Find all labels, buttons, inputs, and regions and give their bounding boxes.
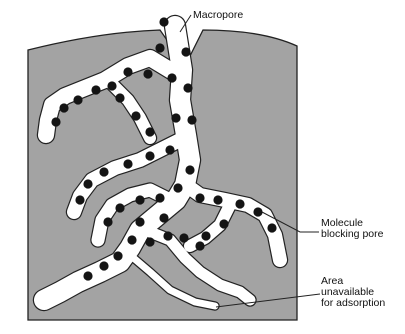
molecule [235, 199, 244, 208]
molecule [127, 235, 136, 244]
molecule [253, 207, 262, 216]
molecule [113, 251, 122, 260]
molecule [59, 103, 68, 112]
molecule [185, 165, 194, 174]
molecule-blocking-pore-label: Molecule blocking pore [321, 218, 383, 240]
molecule [73, 95, 82, 104]
macropore-label: Macropore [193, 10, 243, 21]
molecule [123, 159, 132, 168]
molecule [107, 81, 116, 90]
molecule [115, 203, 124, 212]
molecule [99, 167, 108, 176]
molecule [83, 271, 92, 280]
molecule [155, 193, 164, 202]
molecule [75, 195, 84, 204]
molecule [135, 195, 144, 204]
molecule [143, 69, 152, 78]
molecule [91, 85, 100, 94]
molecule [145, 127, 154, 136]
molecule [219, 219, 228, 228]
molecule [145, 151, 154, 160]
molecule [123, 67, 132, 76]
molecule [115, 93, 124, 102]
molecule [195, 193, 204, 202]
molecule [163, 231, 172, 240]
molecule [171, 113, 180, 122]
molecule [99, 261, 108, 270]
molecule [183, 83, 192, 92]
molecule [51, 117, 60, 126]
molecule [159, 17, 168, 26]
molecule [165, 145, 174, 154]
molecule [103, 217, 112, 226]
molecule [83, 179, 92, 188]
molecule [179, 233, 188, 242]
molecule [267, 223, 276, 232]
molecule [131, 111, 140, 120]
molecule [155, 43, 164, 52]
label-line: blocking pore [321, 229, 383, 240]
molecule [145, 237, 154, 246]
molecule [201, 231, 210, 240]
molecule [135, 217, 144, 226]
molecule [167, 73, 176, 82]
molecule [181, 47, 190, 56]
molecule [195, 241, 204, 250]
area-unavailable-label: Area unavailable for adsorption [321, 276, 385, 309]
molecule [213, 195, 222, 204]
molecule [159, 213, 168, 222]
molecule [173, 183, 182, 192]
molecule [187, 115, 196, 124]
label-line: for adsorption [321, 298, 385, 309]
